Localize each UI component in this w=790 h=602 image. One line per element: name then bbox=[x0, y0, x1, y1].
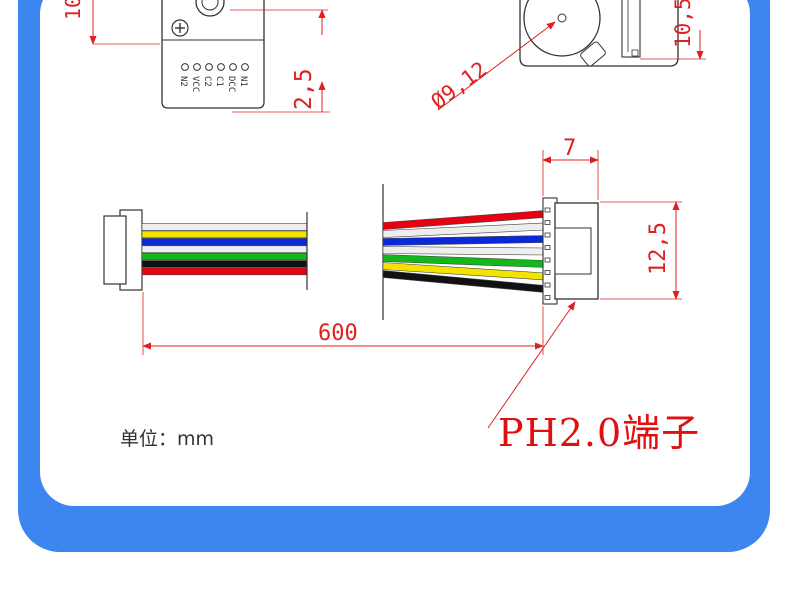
connector-pin bbox=[544, 220, 551, 225]
wire bbox=[141, 245, 308, 253]
left-wire-bundle bbox=[141, 223, 308, 276]
connector-pin bbox=[544, 232, 551, 238]
pin-label: N1 bbox=[238, 76, 248, 87]
wire bbox=[141, 252, 308, 261]
dim-pin-pitch: 2,5 bbox=[291, 68, 317, 110]
pin-label: N2 bbox=[178, 76, 188, 87]
pin-hole bbox=[181, 63, 189, 71]
pin-label: C2 bbox=[202, 76, 212, 87]
right-wire-bundle bbox=[382, 210, 546, 293]
connector-pin bbox=[544, 282, 551, 288]
connector-pin bbox=[544, 245, 551, 250]
pin-label: DCC bbox=[226, 76, 236, 92]
wire bbox=[141, 238, 308, 246]
wire bbox=[141, 223, 308, 231]
wire bbox=[141, 267, 308, 276]
connector-pin bbox=[544, 207, 551, 213]
pin-hole bbox=[217, 63, 225, 71]
dim-cable-length: 600 bbox=[318, 321, 358, 346]
dim-connector-depth: 7 bbox=[563, 136, 576, 161]
motor-body bbox=[519, 0, 679, 67]
unit-label: 单位：mm bbox=[120, 428, 215, 450]
wire bbox=[382, 246, 546, 256]
wire bbox=[141, 260, 308, 268]
dim-width-top-left: 10 bbox=[61, 0, 85, 20]
connector-leader-line bbox=[487, 301, 576, 429]
dim-height-top-right: 10,5 bbox=[671, 0, 695, 48]
connector-pin bbox=[544, 295, 551, 300]
ph-connector bbox=[542, 197, 599, 305]
connector-pin bbox=[544, 257, 551, 263]
pin-hole bbox=[241, 63, 249, 71]
left-connector bbox=[103, 209, 143, 291]
dim-connector-height: 12,5 bbox=[646, 222, 671, 275]
screw-icon bbox=[171, 19, 189, 37]
wire bbox=[141, 230, 308, 239]
pin-hole bbox=[193, 63, 201, 71]
pin-hole bbox=[229, 63, 237, 71]
connector-pin bbox=[544, 270, 551, 275]
connector-label: PH2.0端子 bbox=[498, 411, 701, 455]
dim-line-diameter bbox=[437, 21, 556, 111]
pin-label: VCC bbox=[190, 76, 200, 92]
wire bbox=[382, 235, 546, 246]
pin-hole bbox=[205, 63, 213, 71]
pin-label: C1 bbox=[214, 76, 224, 87]
dim-diameter: Ø9,12 bbox=[427, 57, 492, 114]
